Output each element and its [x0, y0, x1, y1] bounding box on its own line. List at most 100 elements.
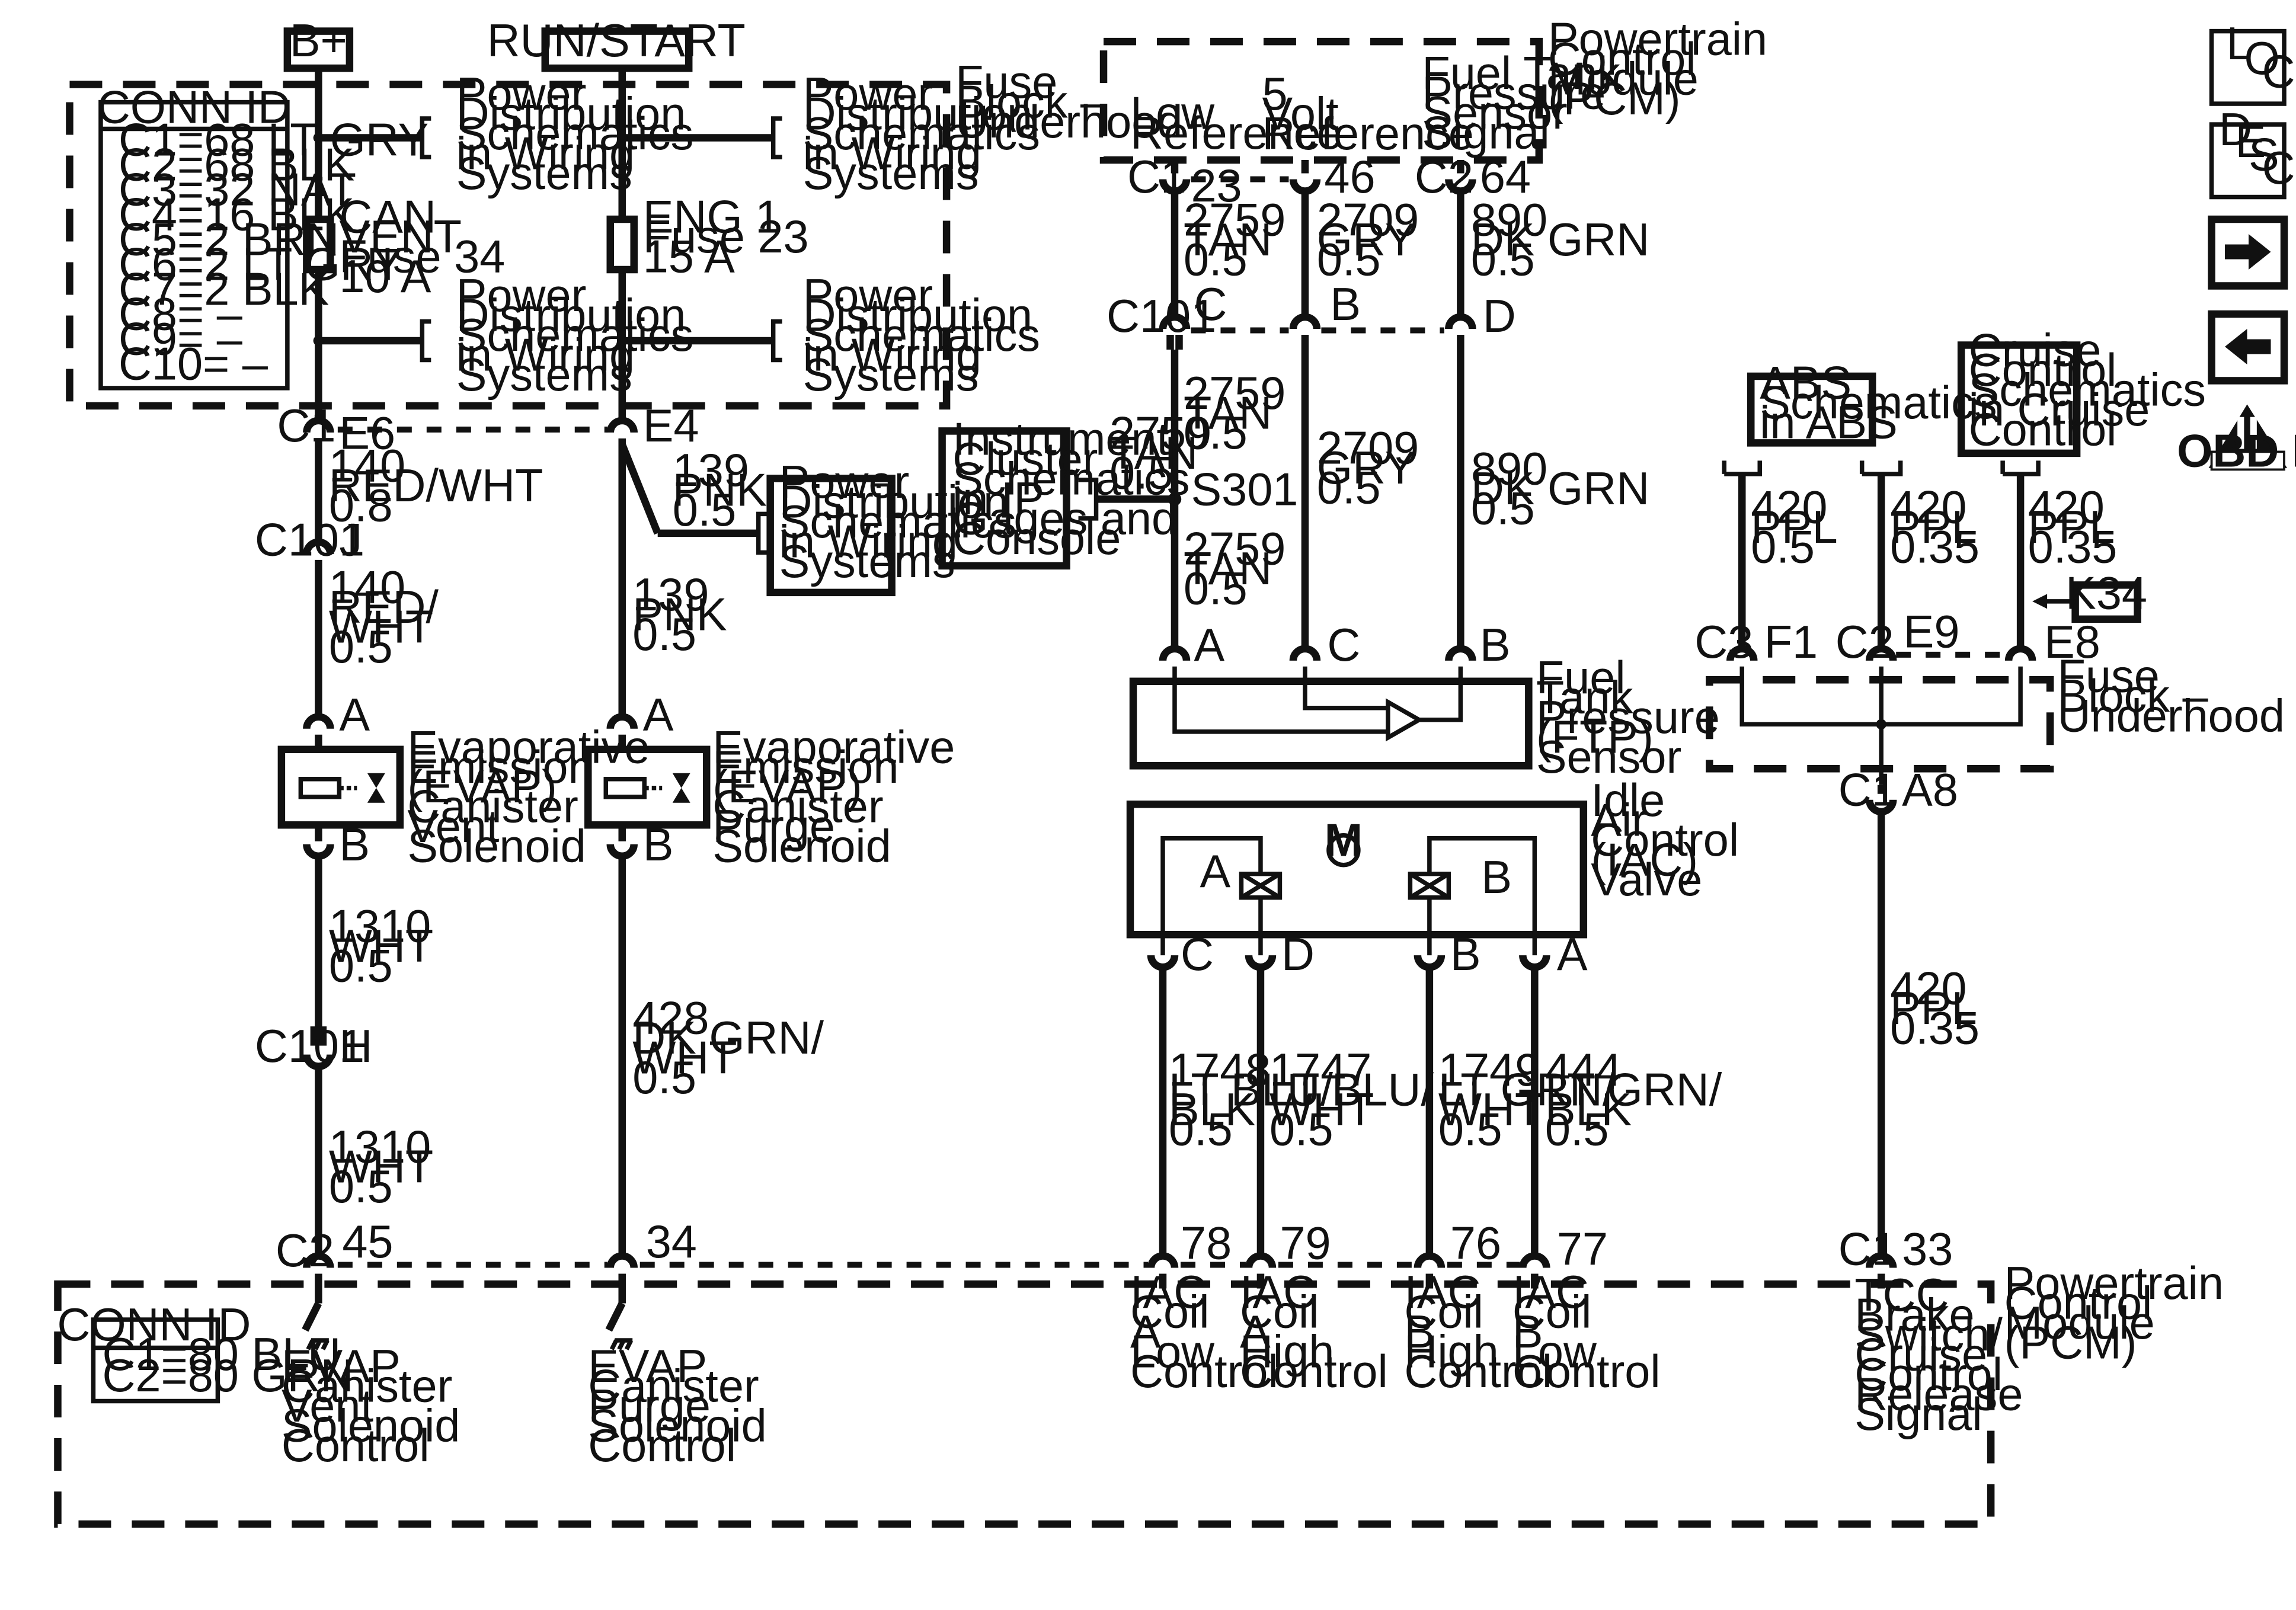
arrow-right-icon[interactable] — [2225, 233, 2271, 270]
ftp-sensor-box — [1129, 677, 1533, 770]
desc-letter-1[interactable]: E — [2236, 116, 2266, 167]
pin77-label: 77 — [1557, 1224, 1608, 1275]
wire-428-label-line-1: DK GRN/ — [632, 1013, 824, 1064]
pin78-label: 78 — [1181, 1218, 1232, 1269]
arrow-left-icon[interactable] — [2225, 328, 2271, 364]
wire-2759d-label-line-2: 0.5 — [1184, 563, 1248, 614]
wire-2709b-label-line-0: 2709 — [1317, 422, 1419, 473]
obd2-button[interactable] — [2208, 404, 2288, 471]
ftp-signal-label-line-2: Sensor — [1422, 88, 1567, 139]
wire-890b-label-line-2: 0.5 — [1471, 483, 1535, 534]
pcm-top-title-line-0: Powertrain — [1548, 14, 1767, 65]
e4-label: E4 — [643, 401, 699, 452]
pin23-label: 23 — [1191, 161, 1242, 212]
conn-id-top-row-line-9: C10= – — [119, 338, 268, 389]
low-ref-label-line-1: Reference — [1130, 108, 1342, 159]
power-dist-3-line-1: Distribution — [456, 290, 686, 341]
vent-a-label: A — [339, 689, 370, 740]
prev-button-frame[interactable] — [2208, 310, 2288, 385]
c1-e6-e4-connectors — [303, 417, 638, 433]
iac-valve-label-line-4: Valve — [1591, 854, 1702, 905]
pin34-label: 34 — [646, 1217, 697, 1267]
tcc-label-line-6: Signal — [1854, 1389, 1982, 1440]
desc-button-frame[interactable] — [2209, 122, 2287, 200]
iac-a-high-label-line-3: High — [1240, 1327, 1334, 1378]
obd2-numeral[interactable]: II — [2234, 408, 2260, 459]
cruise-label-line-3: in Cruise — [1969, 385, 2150, 436]
wire-1748-label-line-2: BLK — [1169, 1084, 1255, 1135]
wire-1747-label-line-2: WHT — [1269, 1084, 1374, 1135]
ftp-signal-label-line-3: Signal — [1422, 108, 1549, 159]
next-button-frame[interactable] — [2208, 215, 2288, 290]
purge-ctrl-label-line-3: Solenoid — [588, 1400, 767, 1451]
power-dist-5-line-2: Schematics — [779, 497, 1016, 548]
iac-a-low-label-line-4: Control — [1130, 1346, 1278, 1397]
ftp-sensor-label-line-4: Sensor — [1536, 732, 1681, 783]
iac-c-label: C — [1181, 929, 1214, 980]
power-dist-1-line-2: Schematics — [456, 108, 693, 159]
conn-id-top-row-line-3: C4=16 BLK — [119, 190, 354, 241]
wire-890a-label-line-2: 0.5 — [1471, 234, 1535, 285]
ftp-sensor-label-line-3: (FTP) — [1536, 712, 1654, 763]
ftp-sensor-label-line-0: Fuel — [1536, 652, 1626, 703]
wire-140b-label-line-3: 0.5 — [329, 622, 393, 673]
ftp-signal-label-line-0: Fuel Tank — [1422, 48, 1620, 99]
power-dist-4-line-0: Power — [803, 270, 933, 321]
c1-label-top: C1 — [1127, 152, 1186, 203]
iac-coils — [1160, 836, 1537, 956]
loc-button-frame[interactable] — [2209, 28, 2287, 106]
next-page-button[interactable] — [2208, 215, 2288, 290]
desc-letter-0[interactable]: D — [2219, 104, 2252, 155]
wire-140a-label-line-0: 140 — [329, 440, 405, 491]
pcm-bottom-title-line-3: (PCM) — [2004, 1318, 2137, 1369]
iac-b-low-label-line-1: Coil — [1512, 1287, 1591, 1338]
vent-ctrl-label-line-1: Canister — [282, 1361, 452, 1411]
loc-letter-1[interactable]: O — [2244, 33, 2280, 84]
wire-1748-label-line-3: 0.5 — [1169, 1105, 1233, 1156]
pcm-bottom-title-line-0: Powertrain — [2004, 1258, 2224, 1309]
iac-b-low-label-line-2: B — [1512, 1307, 1543, 1358]
wire-428-label-line-3: 0.5 — [632, 1052, 696, 1103]
power-dist-3-line-0: Power — [456, 270, 587, 321]
iac-b-high-label-line-2: B — [1404, 1307, 1435, 1358]
wire-2759d-label-line-0: 2759 — [1184, 523, 1285, 574]
loc-letter-2[interactable]: C — [2262, 47, 2295, 98]
runstart-label: RUN/START — [487, 15, 746, 66]
bplus-label: B+ — [290, 15, 347, 66]
pin46-label: 46 — [1324, 152, 1375, 203]
conn-id-top-row-line-2: C3=32 NAT — [119, 165, 356, 216]
conn-id-top-row-line-1: C2=68 BLK — [119, 140, 354, 191]
conn-id-table-bottom — [91, 1317, 220, 1404]
wire-1747-label-line-3: 0.5 — [1269, 1105, 1334, 1156]
desc-letter-3[interactable]: C — [2262, 143, 2295, 194]
c1-label-left: C1 — [277, 401, 335, 452]
tcc-label-line-3: Cruise — [1854, 1330, 1987, 1381]
loc-button[interactable] — [2209, 28, 2287, 106]
instrument-cluster-label-line-3: in IP — [952, 473, 1044, 524]
fuse-block-top-label-line-1: Block – — [955, 77, 1107, 128]
wire-444-label-line-1: LT GRN/ — [1545, 1065, 1722, 1116]
desc-button[interactable] — [2209, 122, 2287, 200]
evap-vent-label-line-3: Canister — [407, 782, 578, 833]
obd2-label[interactable]: OBD II — [2177, 425, 2296, 476]
loc-letter-0[interactable]: L — [2227, 18, 2252, 69]
evap-purge-label-line-0: Evaporative — [712, 722, 955, 773]
vent-ctrl-label-line-0: EVAP — [282, 1341, 401, 1392]
iac-valve-box — [1126, 801, 1588, 939]
e8-label: E8 — [2044, 617, 2100, 668]
wire-2759a-label-line-0: 2759 — [1184, 194, 1285, 245]
prev-page-button[interactable] — [2208, 310, 2288, 385]
wire-2759b-label-line-1: TAN — [1184, 388, 1272, 438]
pcm-bottom-box — [54, 1280, 1995, 1528]
c1-label-bottom: C1 — [1838, 1224, 1897, 1275]
instrument-cluster-label-line-1: Cluster — [952, 434, 1098, 485]
pcm-top-title-line-3: (PCM) — [1548, 73, 1681, 124]
iac-a-low-label-line-3: Low — [1130, 1327, 1215, 1378]
wire-1749-label-line-1: LT GRN/ — [1438, 1065, 1616, 1116]
wire-2759d-label-line-1: TAN — [1184, 543, 1272, 594]
evap-purge-label-line-5: Solenoid — [712, 821, 891, 872]
wire-140b-label-line-1: RED/ — [329, 582, 439, 633]
desc-letter-2[interactable]: S — [2249, 130, 2279, 181]
iac-a-high-label-line-2: A — [1240, 1307, 1271, 1358]
fuse-can-label-line-1: VENT — [339, 212, 462, 263]
